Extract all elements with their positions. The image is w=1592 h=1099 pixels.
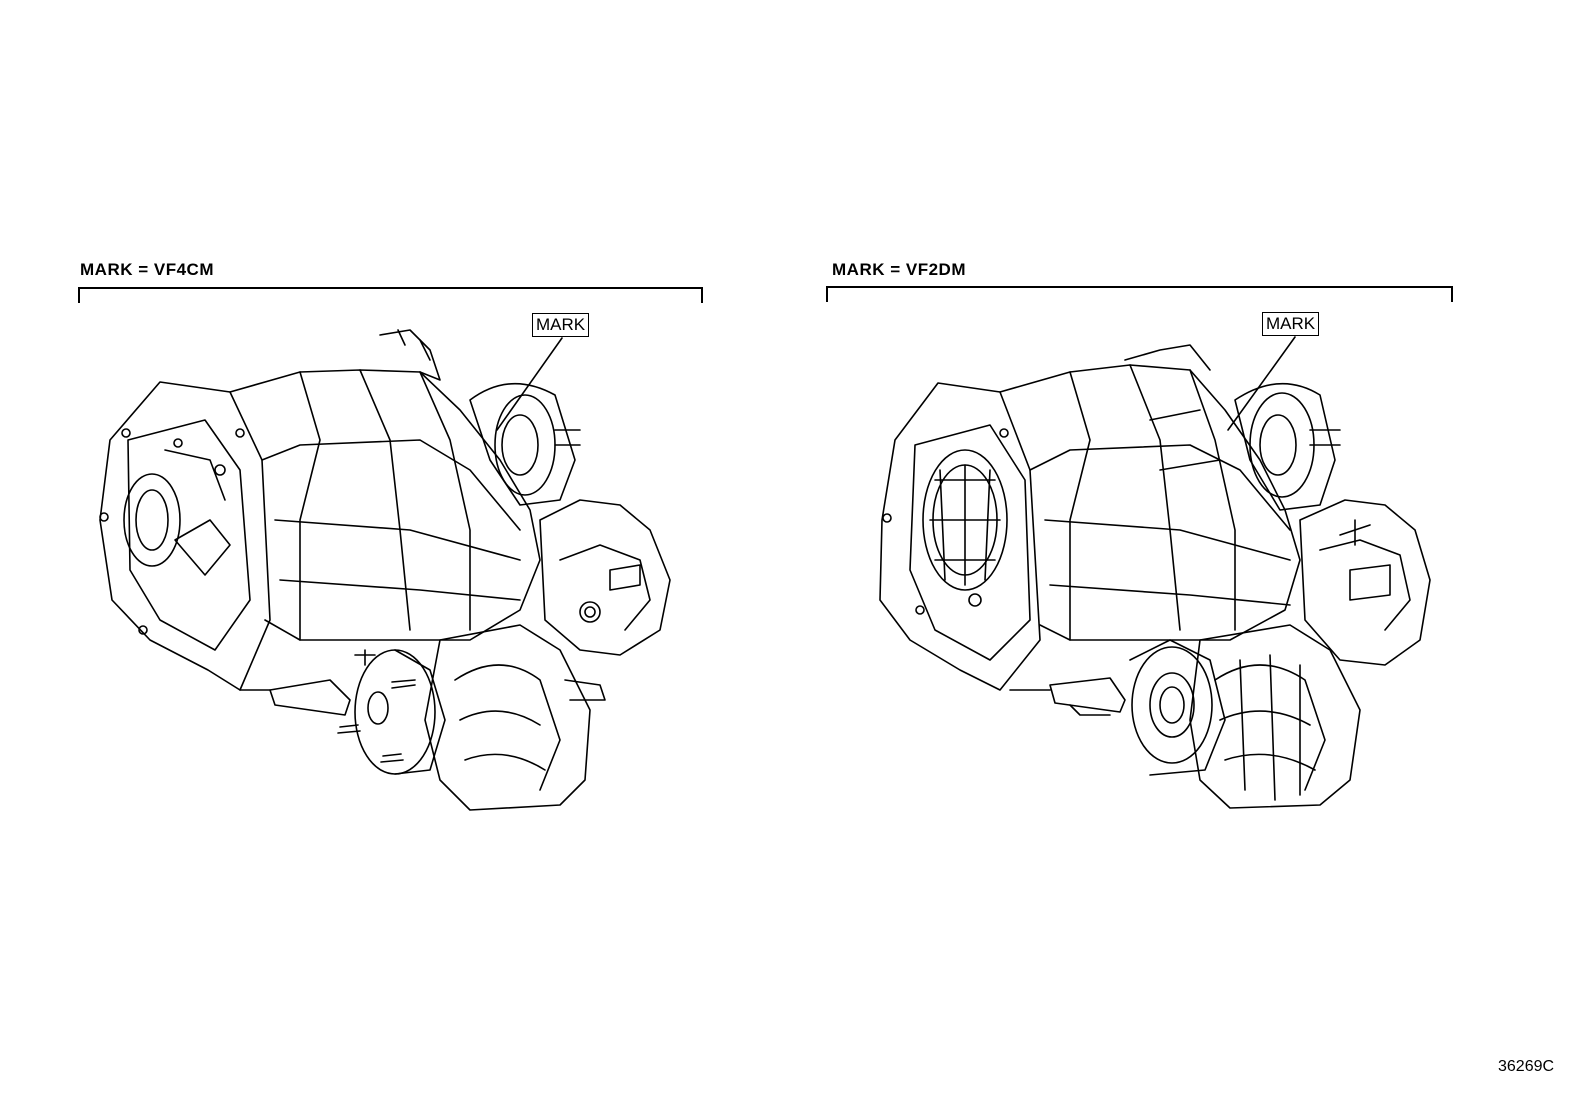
left-mark-leader-line [497, 338, 562, 430]
left-mark-callout: MARK [532, 313, 590, 337]
left-unit-bracket [78, 287, 703, 303]
right-output-flange [1132, 647, 1212, 763]
figure-code: 36269C [1498, 1058, 1555, 1075]
right-front-flange [880, 383, 1040, 690]
left-front-flange [100, 382, 270, 690]
right-mark-callout: MARK [1262, 312, 1320, 336]
right-unit-heading: MARK = VF2DM [832, 260, 966, 279]
right-unit-bracket [826, 286, 1453, 302]
left-unit-heading: MARK = VF4CM [80, 260, 214, 279]
